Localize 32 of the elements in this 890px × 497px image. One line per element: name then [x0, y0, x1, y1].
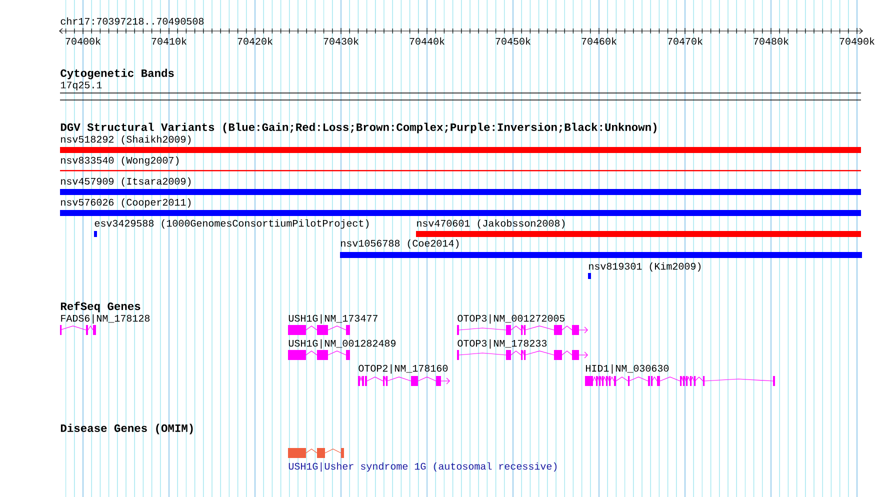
gene-label: USH1G|NM_173477	[288, 314, 378, 324]
gene-label: HID1|NM_030630	[586, 364, 669, 374]
track-heading: Cytogenetic Bands	[60, 68, 174, 80]
gene-label: OTOP2|NM_178160	[358, 364, 448, 374]
track-heading: Disease Genes (OMIM)	[60, 424, 193, 434]
tick-label: 70490k	[840, 37, 874, 45]
variant-label: nsv470601 (Jakobsson2008)	[417, 219, 565, 229]
tick-label: 70460k	[582, 37, 616, 45]
variant-label: nsv819301 (Kim2009)	[589, 262, 701, 272]
variant-label: nsv457909 (Itsara2009)	[61, 177, 191, 187]
gene-label: FADS6|NM_178128	[61, 314, 150, 324]
tick-label: 70470k	[668, 37, 702, 45]
band-label: 17q25.1	[60, 82, 102, 90]
gene-label: USH1G|NM_001282489	[288, 339, 396, 349]
tick-label: 70450k	[496, 37, 530, 45]
gene-label: OTOP3|NM_001272005	[458, 314, 565, 324]
tick-label: 70440k	[410, 37, 444, 45]
tick-label: 70420k	[238, 37, 272, 45]
tick-label: 70430k	[324, 37, 358, 45]
disease-label: USH1G|Usher syndrome 1G (autosomal recessive)	[288, 462, 557, 472]
region-title: chr17:70397218..70490508	[60, 17, 204, 25]
variant-label: nsv1056788 (Coe2014)	[341, 239, 459, 249]
tick-label: 70410k	[152, 37, 186, 45]
tick-label: 70400k	[66, 37, 100, 45]
variant-label: nsv833540 (Wong2007)	[61, 156, 179, 166]
gene-label: OTOP3|NM_178233	[458, 339, 547, 349]
variant-label: nsv576026 (Cooper2011)	[61, 198, 191, 208]
track-heading: RefSeq Genes	[60, 302, 140, 312]
variant-label: nsv518292 (Shaikh2009)	[61, 135, 191, 145]
variant-label: esv3429588 (1000GenomesConsortiumPilotProject)	[94, 219, 369, 229]
tick-label: 70480k	[754, 37, 788, 45]
track-heading: DGV Structural Variants (Blue:Gain;Red:Loss;Brown:Complex;Purple:Inversion;Black:Unknown)	[60, 122, 656, 134]
